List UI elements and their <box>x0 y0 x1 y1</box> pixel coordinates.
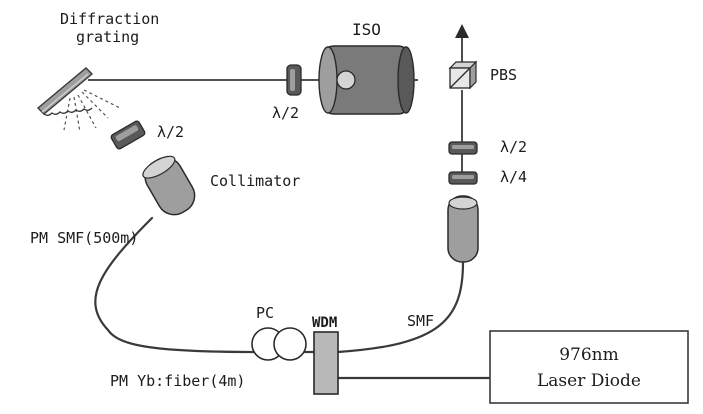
diffraction-grating <box>36 67 94 116</box>
halfwave-grating-label: λ/2 <box>157 123 184 141</box>
quarterwave-plate-right <box>448 171 478 185</box>
output-arrow-icon <box>455 24 469 38</box>
pbs-cube <box>448 60 478 90</box>
diffraction-grating-label-line1: Diffraction <box>60 10 159 28</box>
quarterwave-right-label: λ/4 <box>500 168 527 186</box>
laser-diode-label-line2: Laser Diode <box>537 371 641 391</box>
diffracted-rays <box>63 89 121 133</box>
halfwave-top-label: λ/2 <box>272 104 299 122</box>
laser-diode-box <box>489 330 689 404</box>
pbs-label: PBS <box>490 66 517 84</box>
isolator <box>318 45 415 115</box>
pc-label: PC <box>256 304 274 322</box>
collimator <box>142 155 196 216</box>
collimator-label: Collimator <box>210 172 300 190</box>
pm-smf-fiber <box>94 216 257 354</box>
smf-fiber <box>336 260 465 354</box>
pm-yb-fiber-label: PM Yb:fiber(4m) <box>110 372 245 390</box>
wdm-label: WDM <box>312 315 337 331</box>
diffraction-grating-label-line2: grating <box>76 28 139 46</box>
fiber-collimator-right <box>447 195 479 263</box>
halfwave-right-label: λ/2 <box>500 138 527 156</box>
pm-smf-label: PM SMF(500m) <box>30 229 138 247</box>
iso-label: ISO <box>352 20 381 39</box>
wdm-coupler <box>313 331 339 395</box>
laser-diode-label-line1: 976nm <box>559 345 619 365</box>
polarization-controller <box>251 327 307 361</box>
halfwave-plate-right <box>448 141 478 155</box>
halfwave-plate-grating <box>110 120 146 150</box>
smf-label: SMF <box>407 312 434 330</box>
halfwave-plate-top <box>286 64 302 96</box>
